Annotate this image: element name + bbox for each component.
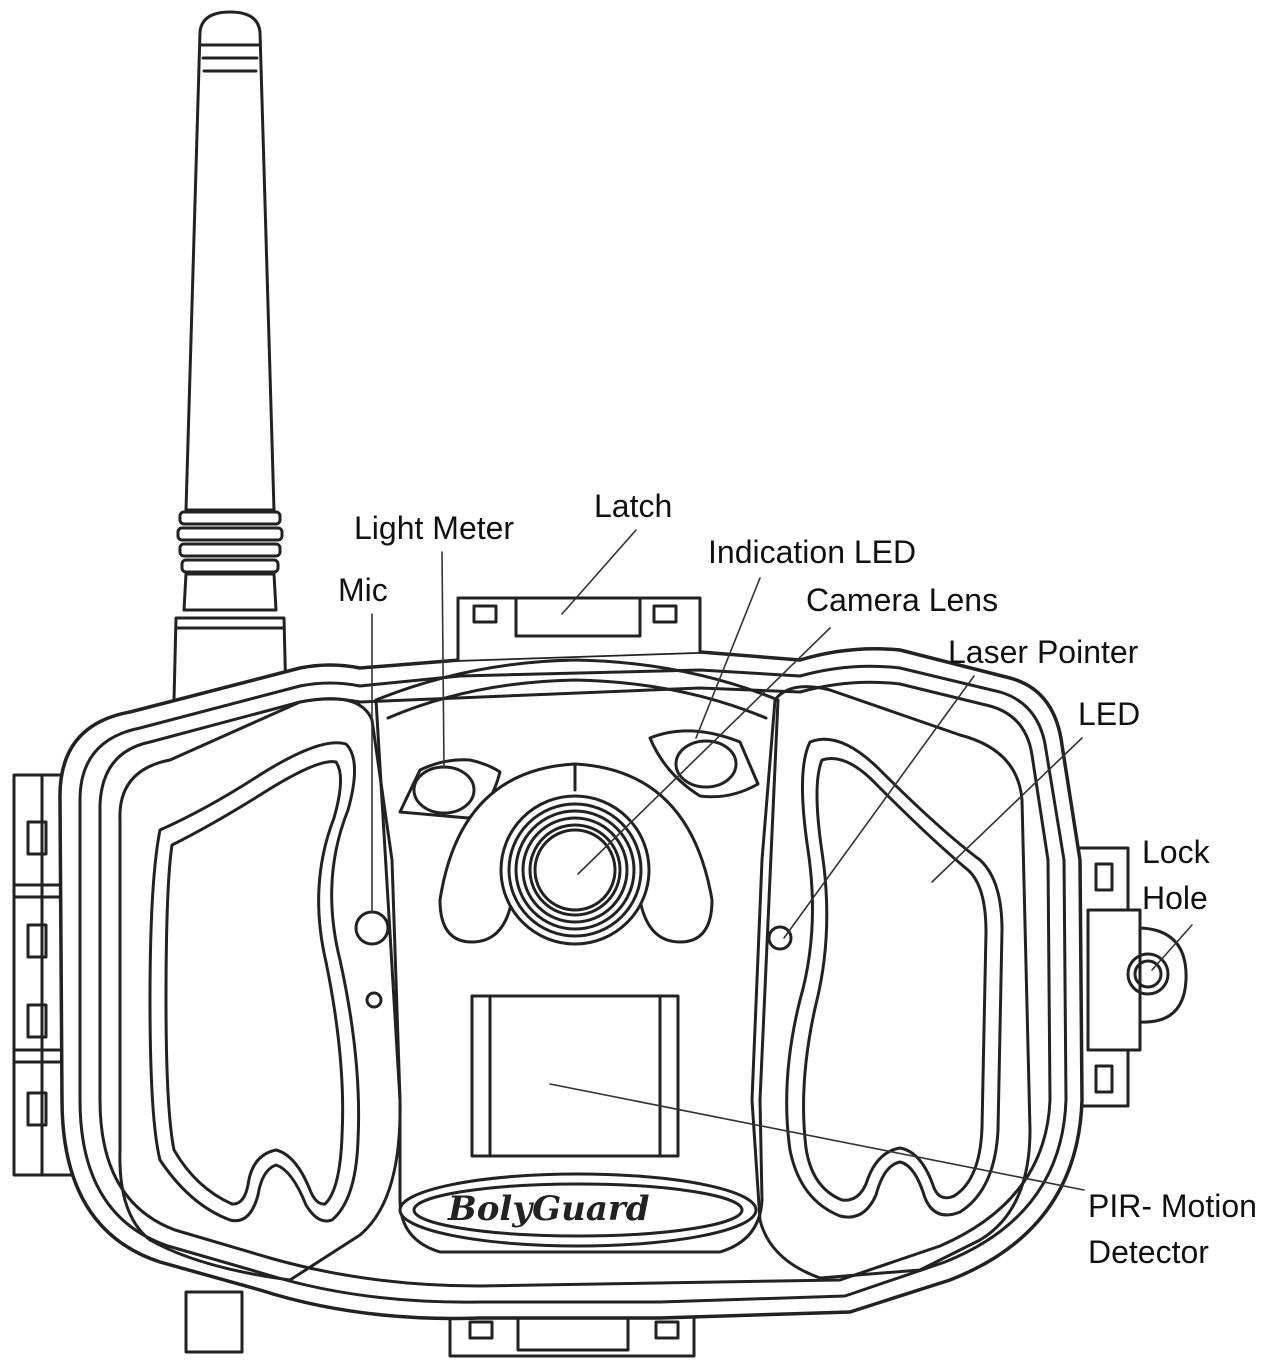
callout-camera-lens (577, 627, 831, 875)
bolyguard-logo: BolyGuard (448, 1189, 650, 1229)
label-latch: Latch (594, 488, 673, 524)
label-indication-led: Indication LED (708, 534, 917, 570)
label-pir-line2: Detector (1088, 1234, 1209, 1270)
callout-lock-hole (1151, 924, 1193, 971)
antenna (172, 10, 288, 702)
label-lock-hole-line2: Hole (1142, 880, 1208, 916)
left-ir-panel (118, 697, 402, 1282)
right-ir-panel (750, 685, 1032, 1280)
label-camera-lens: Camera Lens (806, 582, 999, 618)
housing (58, 596, 1084, 1321)
callout-laser-pointer (783, 675, 975, 939)
callout-light-meter (441, 551, 445, 769)
callout-lines (371, 529, 1193, 1191)
label-led: LED (1078, 696, 1141, 732)
label-light-meter: Light Meter (354, 510, 515, 546)
label-pir-line1: PIR- Motion (1088, 1188, 1257, 1224)
callout-led (931, 737, 1083, 883)
label-mic: Mic (338, 572, 388, 608)
label-lock-hole-line1: Lock (1142, 834, 1210, 870)
callout-indication-led (695, 577, 761, 739)
callout-latch (561, 529, 637, 615)
label-laser-pointer: Laser Pointer (948, 634, 1139, 670)
callout-pir (549, 1083, 1085, 1191)
